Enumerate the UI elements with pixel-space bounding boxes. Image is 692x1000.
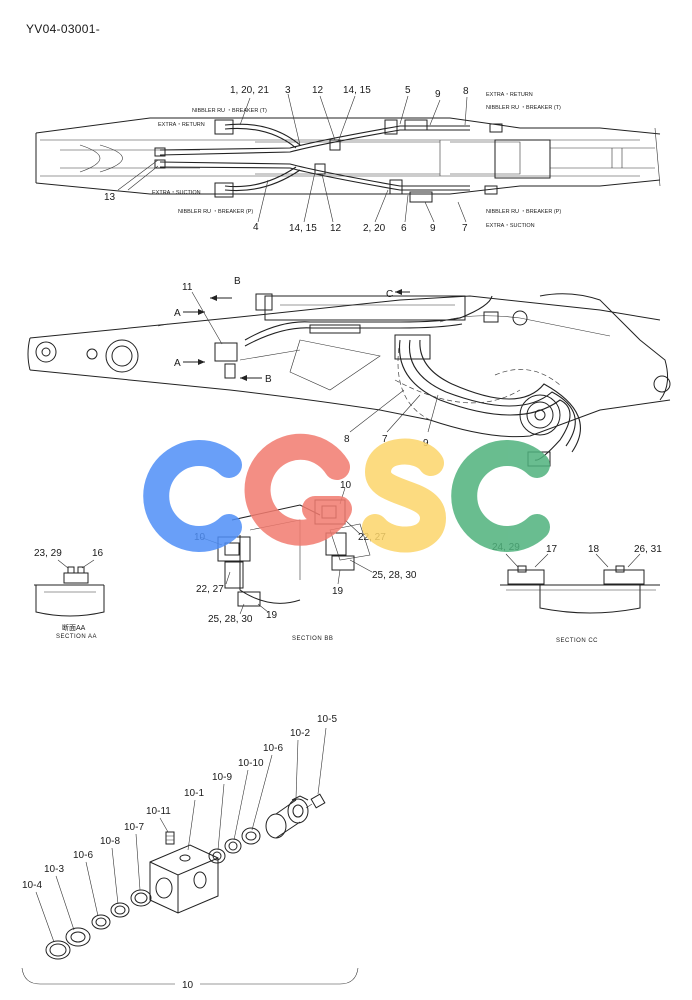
exploded-label-10-6-right: 10-6 (263, 743, 283, 754)
callout-4: 4 (253, 222, 259, 233)
exploded-view-leaders (21, 727, 359, 985)
side-view-arm (27, 293, 671, 467)
exploded-label-10-5: 10-5 (317, 714, 337, 725)
section-marker-b-bottom: B (265, 374, 272, 385)
note-nibbler-p-left: NIBBLER RU ・BREAKER (P) (178, 209, 253, 215)
section-marker-a-bottom: A (174, 358, 181, 369)
exploded-label-10-8: 10-8 (100, 836, 120, 847)
note-extra-return-left: EXTRA・RETURN (158, 122, 205, 128)
section-bb-callout-10-top: 10 (340, 480, 352, 491)
section-cc-callout-26-31: 26, 31 (634, 544, 662, 555)
section-cc-callout-17: 17 (546, 544, 558, 555)
section-aa-drawing (34, 559, 105, 617)
section-bb-callout-25-28-30-left: 25, 28, 30 (208, 614, 253, 625)
section-bb-callout-25-28-30-right: 25, 28, 30 (372, 570, 417, 581)
document-code: YV04-03001- (26, 22, 101, 36)
section-marker-b-top: B (234, 276, 241, 287)
callout-13: 13 (104, 192, 116, 203)
side-view-section-markers (183, 289, 439, 433)
callout-14-15-top: 14, 15 (343, 85, 371, 96)
section-aa-callout-23-29: 23, 29 (34, 548, 62, 559)
note-extra-return-right: EXTRA・RETURN (486, 92, 533, 98)
top-view-arm (35, 117, 661, 203)
exploded-label-10-7: 10-7 (124, 822, 144, 833)
callout-2-20: 2, 20 (363, 223, 386, 234)
note-extra-suction-left: EXTRA・SUCTION (152, 190, 201, 196)
exploded-label-10-4: 10-4 (22, 880, 42, 891)
exploded-label-10-9: 10-9 (212, 772, 232, 783)
section-aa-title: SECTION AA (56, 634, 97, 640)
callout-8-side: 8 (344, 434, 350, 445)
callout-6: 6 (401, 223, 407, 234)
section-bb-callout-22-27-left: 22, 27 (196, 584, 224, 595)
note-nibbler-t-left: NIBBLER RU ・BREAKER (T) (192, 108, 267, 114)
callout-11: 11 (182, 282, 193, 293)
callout-14-15-bottom: 14, 15 (289, 223, 317, 234)
section-bb-callout-19-right: 19 (332, 586, 344, 597)
section-cc-callout-18: 18 (588, 544, 600, 555)
callout-8-top: 8 (463, 86, 469, 97)
section-bb-title: SECTION BB (292, 636, 333, 642)
section-cc-title: SECTION CC (556, 638, 598, 644)
section-marker-c: C (386, 289, 393, 300)
callout-9-bottom: 9 (430, 223, 436, 234)
exploded-view-parts (45, 793, 326, 960)
exploded-label-10-3: 10-3 (44, 864, 64, 875)
note-nibbler-p-right: NIBBLER RU ・BREAKER (P) (486, 209, 561, 215)
section-aa-callout-16: 16 (92, 548, 104, 559)
callout-7-bottom: 7 (462, 223, 468, 234)
note-nibbler-t-right: NIBBLER RU ・BREAKER (T) (486, 105, 561, 111)
watermark-letter-c1 (143, 440, 242, 552)
note-extra-suction-right: EXTRA・SUCTION (486, 223, 535, 229)
watermark-letter-c2 (451, 440, 550, 552)
callout-3: 3 (285, 85, 291, 96)
exploded-label-10-6-left: 10-6 (73, 850, 93, 861)
exploded-assembly-label: 10 (182, 980, 194, 991)
callout-1-20-21: 1, 20, 21 (230, 85, 269, 96)
exploded-label-10-11: 10-11 (146, 806, 171, 817)
callout-5: 5 (405, 85, 411, 96)
section-cc-drawing (500, 553, 660, 614)
top-view-leaders (117, 93, 468, 223)
exploded-label-10-2: 10-2 (290, 728, 310, 739)
watermark-letter-s (362, 438, 447, 553)
callout-12-top: 12 (312, 85, 324, 96)
exploded-label-10-10: 10-10 (238, 758, 264, 769)
callout-12-bottom: 12 (330, 223, 342, 234)
callout-9-top: 9 (435, 89, 441, 100)
section-bb-callout-19-left: 19 (266, 610, 278, 621)
callout-7-side: 7 (382, 434, 388, 445)
watermark-logo (143, 433, 550, 553)
exploded-label-10-1: 10-1 (184, 788, 204, 799)
watermark-letter-g (244, 433, 352, 546)
section-marker-a-top: A (174, 308, 181, 319)
section-aa-title-jp: 断面AA (62, 623, 86, 632)
